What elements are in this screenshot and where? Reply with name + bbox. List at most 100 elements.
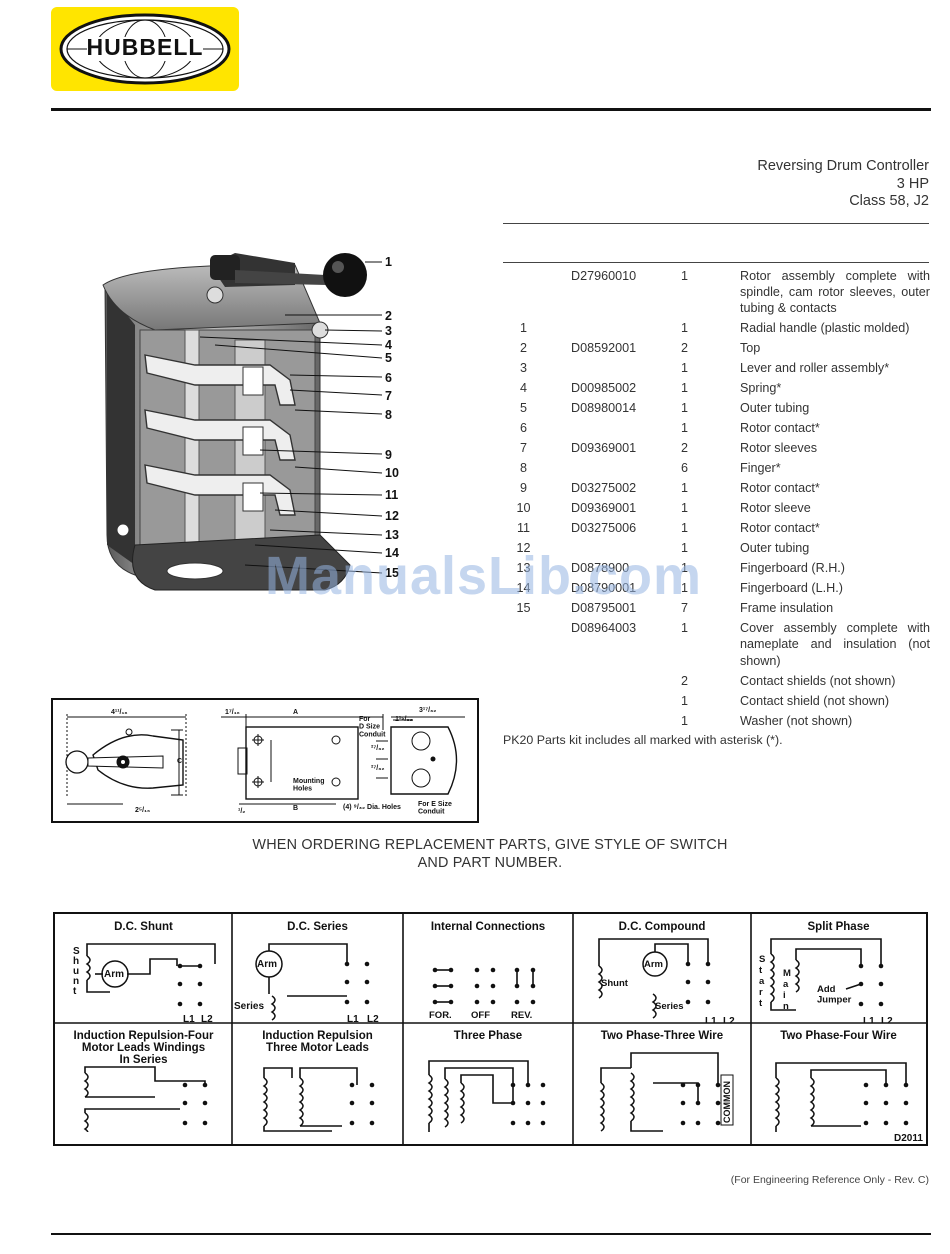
parts-description: Frame insulation: [740, 601, 834, 616]
wiring-label: L2: [367, 1014, 379, 1023]
parts-quantity: 2: [681, 441, 689, 456]
parts-quantity: 1: [681, 581, 689, 596]
parts-quantity: 1: [681, 481, 689, 496]
document-title: Reversing Drum Controller 3 HP Class 58,…: [757, 158, 929, 211]
callout-number: 8: [385, 408, 392, 422]
footer-rule: [51, 1233, 931, 1235]
wiring-title: Induction Repulsion-Four Motor Leads Win…: [73, 1030, 214, 1066]
callout-number: 10: [385, 466, 399, 480]
wiring-label: COMMON: [722, 1081, 732, 1123]
order-note-line-2: AND PART NUMBER.: [417, 855, 563, 871]
svg-text:3¹⁷/₃₂: 3¹⁷/₃₂: [419, 707, 436, 714]
table-rule: [503, 262, 929, 263]
parts-quantity: 1: [681, 561, 689, 576]
parts-row: 1 Contact shield (not shown): [503, 693, 931, 709]
wiring-label: Arm: [104, 969, 124, 980]
wiring-cell-induction-four: Induction Repulsion-Four Motor Leads Win…: [55, 1023, 232, 1132]
parts-quantity: 1: [681, 693, 689, 708]
callout-number: 5: [385, 351, 392, 365]
wiring-label: Arm: [644, 959, 663, 970]
svg-text:1¹⁵/₃₂: 1¹⁵/₃₂: [395, 716, 413, 723]
parts-part-number: [544, 713, 656, 729]
parts-description: Spring*: [740, 381, 782, 396]
parts-item-number: 11: [516, 521, 531, 536]
brand-name: HUBBELL: [86, 34, 204, 60]
wiring-label: Arm: [257, 959, 277, 970]
wiring-label: OFF: [471, 1010, 490, 1021]
wiring-title: D.C. Shunt: [114, 921, 173, 933]
parts-item-number: 9: [519, 481, 527, 496]
wiring-cell-two-phase-three: Two Phase-Three WireCOMMONL1L2L3: [573, 1023, 751, 1132]
header-rule: [51, 108, 931, 111]
svg-text:1⁷/₁₆: 1⁷/₁₆: [225, 709, 240, 716]
wiring-title: Internal Connections: [430, 921, 546, 933]
schematic-icon: L1L2L3: [427, 1060, 546, 1132]
parts-part-number: [544, 693, 656, 709]
wiring-label: Shunt: [601, 978, 629, 989]
wiring-label: L1: [705, 1016, 717, 1023]
callout-number: 3: [385, 324, 392, 338]
callout-number: 6: [385, 371, 392, 385]
parts-item-number: 14: [516, 581, 531, 596]
wiring-label: FOR.: [429, 1010, 452, 1021]
parts-part-number: D03275006: [571, 521, 637, 536]
schematic-icon: L1L2L3: [774, 1062, 909, 1132]
parts-part-number: D08980014: [571, 401, 637, 416]
wiring-cell-three-phase: Three PhaseL1L2L3: [403, 1023, 573, 1132]
svg-text:4¹¹/₁₆: 4¹¹/₁₆: [111, 709, 128, 716]
parts-quantity: 1: [681, 541, 689, 556]
wiring-cell-two-phase-four: Two Phase-Four WireL1L2L3: [751, 1023, 926, 1132]
parts-description: Washer (not shown): [740, 713, 853, 728]
parts-kit-footnote: PK20 Parts kit includes all marked with …: [503, 733, 783, 747]
parts-item-number: 10: [516, 501, 531, 516]
svg-text:¹/₂: ¹/₂: [238, 808, 245, 815]
parts-description: Radial handle (plastic molded): [740, 321, 910, 336]
parts-part-number: D03275002: [571, 481, 637, 496]
parts-part-number: D00985002: [571, 381, 637, 396]
parts-item-number: 7: [519, 441, 527, 456]
parts-description: Fingerboard (R.H.): [740, 561, 845, 576]
parts-item-number: [503, 620, 544, 669]
brand-logo: HUBBELL: [51, 7, 239, 91]
parts-description: Rotor contact*: [740, 521, 820, 536]
parts-part-number: D08964003: [571, 621, 637, 636]
title-line-1: Reversing Drum Controller: [757, 158, 929, 174]
svg-text:2⁵/₁₆: 2⁵/₁₆: [135, 807, 150, 814]
parts-description: Contact shield (not shown): [740, 693, 890, 708]
svg-text:A: A: [293, 709, 298, 716]
parts-part-number: [544, 420, 656, 436]
parts-item-number: 3: [519, 361, 527, 376]
callout-number: 12: [385, 509, 399, 523]
parts-description: Outer tubing: [740, 401, 810, 416]
callout-number: 15: [385, 566, 399, 580]
callout-number: 4: [385, 338, 392, 352]
callout-number: 9: [385, 448, 392, 462]
callout-number: 7: [385, 389, 392, 403]
order-note-line-1: WHEN ORDERING REPLACEMENT PARTS, GIVE ST…: [252, 837, 728, 853]
schematic-icon: COMMONL1L2L3: [599, 1052, 734, 1132]
parts-description: Contact shields (not shown): [740, 673, 896, 688]
wiring-label: Series: [655, 1001, 684, 1012]
parts-description: Rotor contact*: [740, 421, 820, 436]
